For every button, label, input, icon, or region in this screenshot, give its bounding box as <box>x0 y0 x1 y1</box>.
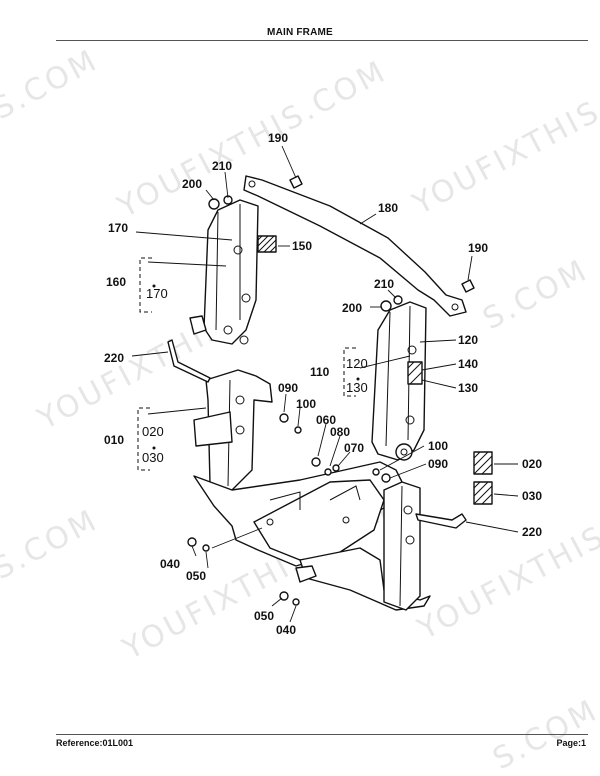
watermark-text: S.COM <box>0 503 104 587</box>
callout-labels: 190 210 200 180 170 150 190 160 170 210 … <box>104 131 542 637</box>
watermark-text: S.COM <box>0 43 104 127</box>
callout-label: 030 <box>522 489 542 503</box>
callout-label: 020 <box>522 457 542 471</box>
watermark-text: YOUFIXTHIS <box>411 519 600 648</box>
part-170-left-bracket <box>189 199 259 345</box>
callout-label: 210 <box>212 159 232 173</box>
part-150-plate <box>257 235 277 253</box>
part-120-right-bracket <box>371 301 427 461</box>
part-040-050-bolts <box>187 537 300 606</box>
callout-label: 060 <box>316 413 336 427</box>
callout-label: 100 <box>428 439 448 453</box>
callout-label: 020 <box>142 424 164 439</box>
part-020-plate <box>473 451 493 475</box>
callout-label: 220 <box>104 351 124 365</box>
page-title: MAIN FRAME <box>267 27 333 38</box>
callout-label: 170 <box>108 221 128 235</box>
callout-label: 130 <box>458 381 478 395</box>
watermark-text: YOUFIXTHIS <box>406 94 600 223</box>
leader-lines <box>131 145 519 623</box>
callout-label: 190 <box>268 131 288 145</box>
main-frame-base <box>193 461 431 611</box>
group-brackets <box>137 257 356 471</box>
part-220-pin-right <box>415 513 467 529</box>
part-180-crossbar <box>243 175 467 317</box>
part-220-pin-left <box>167 339 211 383</box>
callout-label: 130 <box>346 380 368 395</box>
callout-label: 150 <box>292 239 312 253</box>
callout-label: 030 <box>142 450 164 465</box>
footer-rule <box>56 734 588 735</box>
callout-label: 140 <box>458 357 478 371</box>
callout-label: 190 <box>468 241 488 255</box>
callout-label: 160 <box>106 275 126 289</box>
callout-label: 220 <box>522 525 542 539</box>
callout-label: 010 <box>104 433 124 447</box>
callout-label: 120 <box>458 333 478 347</box>
part-010-left-lower-bracket <box>193 369 273 491</box>
callout-label: 070 <box>344 441 364 455</box>
callout-label: 110 <box>310 365 330 379</box>
callout-label: 200 <box>182 177 202 191</box>
callout-label: 120 <box>346 356 368 371</box>
header-rule <box>56 40 588 41</box>
part-200-210-hardware-left <box>208 175 303 210</box>
callout-label: 100 <box>296 397 316 411</box>
page-number: Page:1 <box>556 738 586 748</box>
reference-label: Reference:01L001 <box>56 738 134 748</box>
group-dots <box>152 284 360 450</box>
callout-label: 210 <box>374 277 394 291</box>
part-030-plate <box>473 481 493 505</box>
callout-label: 080 <box>330 425 350 439</box>
part-090-100-bolts <box>279 413 391 483</box>
callout-label: 050 <box>186 569 206 583</box>
callout-label: 040 <box>160 557 180 571</box>
callout-label: 200 <box>342 301 362 315</box>
watermark-text: YOUFIXTHIS.COM <box>111 54 392 226</box>
callout-label: 170 <box>146 286 168 301</box>
callout-label: 040 <box>276 623 296 637</box>
callout-label: 050 <box>254 609 274 623</box>
callout-label: 180 <box>378 201 398 215</box>
callout-label: 090 <box>428 457 448 471</box>
callout-label: 090 <box>278 381 298 395</box>
watermark-text: S.COM <box>477 253 594 337</box>
